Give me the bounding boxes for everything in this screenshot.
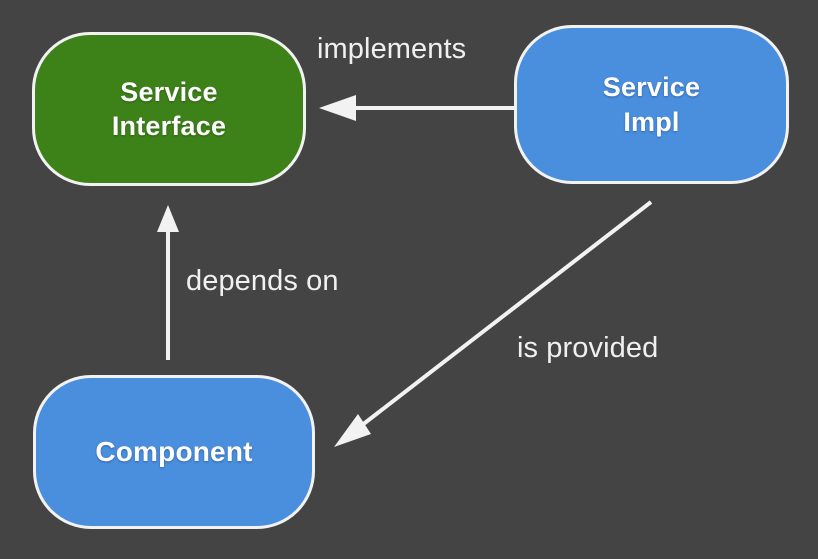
edge-label-implements: implements — [317, 33, 467, 65]
node-service-interface[interactable]: Service Interface — [32, 32, 306, 186]
node-service-impl[interactable]: Service Impl — [514, 25, 789, 184]
node-service-impl-label: Service Impl — [603, 70, 700, 139]
node-service-impl-label-line1: Service — [602, 72, 701, 103]
edge-implements-arrowhead — [319, 95, 356, 121]
edge-depends-on — [157, 205, 179, 360]
edge-depends-on-arrowhead — [157, 205, 179, 232]
node-component[interactable]: Component — [33, 375, 315, 529]
edge-is-provided-arrowhead — [334, 414, 371, 447]
edge-is-provided — [334, 200, 653, 447]
node-service-interface-label-line2: Interface — [111, 111, 227, 141]
node-component-label: Component — [95, 436, 253, 468]
node-service-impl-label-line2: Impl — [623, 106, 680, 137]
edge-is-provided-line — [355, 200, 653, 431]
node-service-interface-label: Service Interface — [112, 75, 226, 144]
edge-label-is-provided: is provided — [517, 332, 659, 364]
edge-implements — [319, 95, 515, 121]
node-service-interface-label-line1: Service — [120, 76, 218, 107]
edge-label-depends-on: depends on — [186, 265, 339, 297]
